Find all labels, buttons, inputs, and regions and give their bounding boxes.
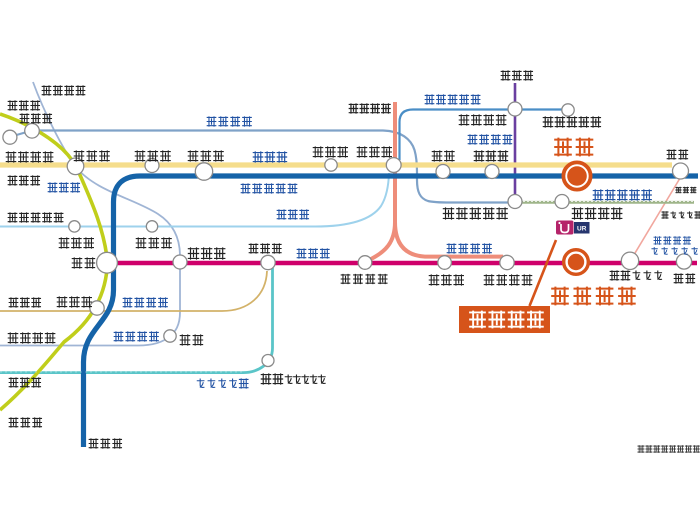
svg-text:UR: UR [577, 226, 587, 233]
